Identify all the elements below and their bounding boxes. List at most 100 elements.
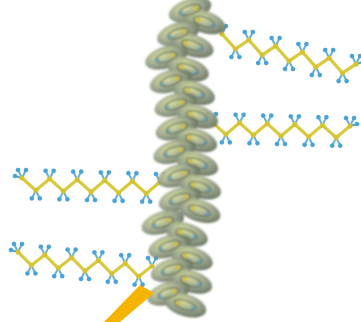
hydrogen-atom — [118, 252, 124, 258]
hydrogen-atom — [73, 247, 78, 252]
hydrogen-atom — [38, 244, 44, 250]
hydrogen-atom — [86, 276, 92, 282]
backbone-atom — [190, 206, 196, 212]
carbon-atom — [278, 133, 284, 139]
hydrogen-atom — [57, 196, 62, 202]
backbone-atom — [172, 288, 177, 294]
chain-bond — [144, 180, 162, 196]
hydrogen-atom — [351, 115, 357, 121]
chain-bond — [96, 258, 114, 276]
backbone-atom — [178, 147, 184, 153]
chain-bond — [274, 44, 291, 63]
backbone-atom — [191, 182, 197, 188]
hydrogen-atom — [153, 171, 159, 177]
hydrogen-atom — [92, 197, 98, 203]
side-chains — [8, 23, 361, 287]
backbone-hydrogen — [193, 70, 198, 74]
backbone-ring-detail — [159, 74, 183, 88]
hydrogen-atom — [100, 250, 105, 255]
hydrogen-atom — [277, 35, 282, 41]
hydrogen-atom — [282, 66, 288, 72]
carbon-atom — [69, 255, 75, 261]
backbone-hydrogen — [205, 188, 210, 192]
carbon-atom — [333, 135, 339, 141]
hydrogen-atom — [337, 143, 343, 148]
carbon-atom — [143, 191, 149, 197]
backbone-atom — [188, 111, 194, 117]
hydrogen-atom — [15, 167, 21, 173]
carbon-atom — [95, 257, 101, 263]
backbone-ring-detail — [157, 286, 180, 300]
hydrogen-atom — [219, 140, 225, 145]
hydrogen-atom — [33, 271, 38, 276]
backbone-hydrogen — [180, 11, 184, 15]
carbon-atom — [237, 120, 243, 126]
carbon-atom — [47, 176, 53, 182]
hydrogen-atom — [140, 282, 145, 287]
backbone-atom — [179, 64, 185, 70]
backbone-ring-detail — [168, 192, 192, 206]
hydrogen-atom — [241, 112, 246, 118]
backbone-hydrogen — [199, 93, 204, 98]
backbone-hydrogen — [202, 141, 206, 145]
backbone-hydrogen — [167, 129, 171, 133]
backbone-hydrogen — [168, 34, 172, 39]
backbone-atom — [179, 100, 185, 105]
backbone-ring — [178, 198, 221, 224]
chain-bond — [287, 50, 304, 63]
backbone-ring-detail — [176, 62, 200, 76]
hydrogen-atom — [120, 198, 125, 204]
carbon-atom — [122, 260, 128, 266]
hydrogen-atom — [296, 114, 302, 119]
backbone-ring-detail — [160, 263, 184, 276]
hydrogen-atom — [126, 170, 131, 176]
chain-bond — [334, 124, 352, 140]
chain-bond — [16, 250, 33, 267]
hydrogen-atom — [233, 112, 238, 118]
carbon-atom — [28, 262, 34, 268]
hydrogen-atom — [70, 169, 76, 174]
chain-bond — [220, 32, 237, 51]
backbone-ring-detail — [180, 251, 203, 265]
backbone-atom — [182, 170, 188, 176]
backbone-hydrogen — [197, 282, 201, 287]
backbone-ring-detail — [173, 298, 197, 312]
helical-backbone — [141, 0, 226, 318]
backbone-ring-detail — [185, 109, 209, 123]
side-chain-3 — [12, 167, 167, 204]
backbone-hydrogen — [159, 247, 164, 251]
backbone-hydrogen — [164, 152, 169, 157]
hydrogen-atom — [147, 199, 153, 204]
chain-bond — [29, 253, 47, 267]
hydrogen-atom — [317, 72, 323, 78]
chain-bond — [56, 256, 74, 270]
carbon-atom — [306, 134, 312, 140]
carbon-atom — [42, 252, 48, 258]
backbone-ring-detail — [185, 157, 209, 170]
chain-bond — [75, 178, 93, 194]
hydrogen-atom — [43, 168, 48, 174]
chain-bond — [43, 253, 60, 270]
backbone-atom — [187, 135, 193, 141]
carbon-atom — [353, 61, 359, 67]
carbon-atom — [102, 177, 108, 183]
hydrogen-atom — [132, 282, 137, 287]
chain-bond — [279, 122, 297, 138]
carbon-atom — [60, 188, 66, 194]
hydrogen-atom — [330, 47, 336, 53]
backbone-atom — [193, 5, 199, 11]
backbone-hydrogen — [203, 117, 207, 121]
hydrogen-atom — [250, 29, 256, 35]
hydrogen-atom — [329, 143, 335, 148]
chain-bond — [247, 38, 264, 57]
backbone-ring-detail — [184, 133, 208, 147]
hydrogen-atom — [51, 168, 56, 174]
backbone-hydrogen — [198, 46, 203, 51]
backbone-hydrogen — [156, 58, 161, 62]
backbone-ring — [163, 292, 207, 318]
backbone-atom — [183, 253, 188, 259]
hydrogen-atom — [65, 196, 70, 202]
hydrogen-atom — [65, 247, 70, 252]
hydrogen-atom — [268, 113, 274, 118]
